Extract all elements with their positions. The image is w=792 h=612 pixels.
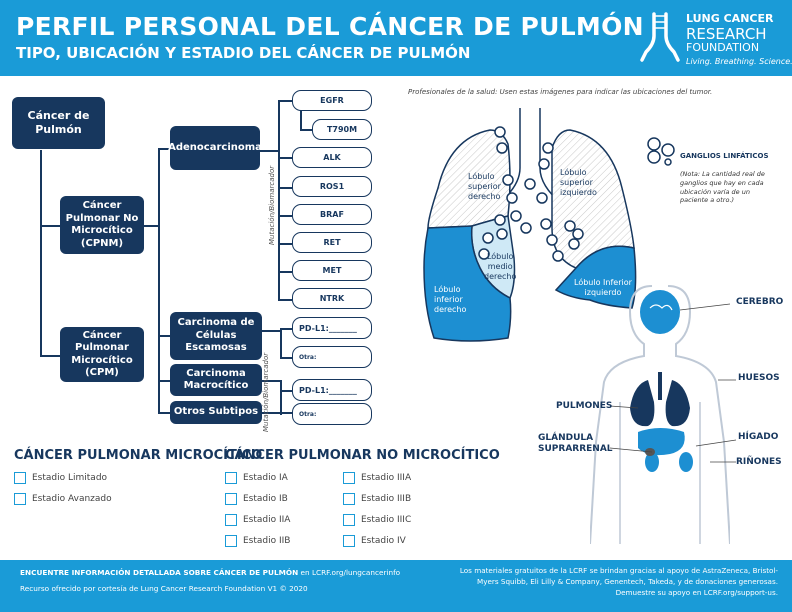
lobe-left-lower [554,245,637,309]
body-leader-lines [609,303,737,463]
checkbox-stage-ia[interactable] [225,472,237,484]
body-silhouette [590,285,730,544]
lymph-nodes-title: GANGLIOS LINFÁTICOS [680,152,769,160]
lymph-nodes [478,126,584,262]
footer: ENCUENTRE INFORMACIÓN DETALLADA SOBRE CÁ… [0,560,792,612]
body-label-liver: HÍGADO [738,432,779,442]
other-subtypes-box: Otros Subtipos [170,401,262,424]
logo-text-line2: RESEARCH [686,25,767,43]
large-cell-box: Carcinoma Macrocítico [170,364,262,396]
checkbox-limited-stage[interactable] [14,472,26,484]
checkbox-stage-iv[interactable] [343,535,355,547]
brain-icon [640,290,680,334]
squamous-cell-box: Carcinoma de Células Escamosas [170,312,262,360]
other-field-other-subtypes[interactable]: Otra: [292,403,372,425]
checkbox-stage-ib[interactable] [225,493,237,505]
right-kidney-icon [679,452,693,472]
root-lung-cancer-box: Cáncer de Pulmón [12,97,105,149]
page-subtitle: TIPO, UBICACIÓN Y ESTADIO DEL CÁNCER DE … [16,44,471,62]
checkbox-extensive-stage[interactable] [14,493,26,505]
left-lung-icon [630,380,655,427]
body-label-adrenal: GLÁNDULA SUPRARRENAL [538,433,613,454]
checkbox-stage-iia[interactable] [225,514,237,526]
lymph-nodes-note: (Nota: La cantidad real de ganglios que … [680,170,765,205]
nsclc-stages-heading: CÁNCER PULMONAR NO MICROCÍTICO [225,448,500,463]
biomarker-t790m[interactable]: T790M [312,119,372,140]
biomarker-ret[interactable]: RET [292,232,372,253]
pdl1-field-large-cell[interactable]: PD-L1:_______ [292,379,372,401]
stage-iiib-label: Estadio IIIB [361,494,412,504]
body-label-bones: HUESOS [738,373,780,383]
stage-ib-label: Estadio IB [243,494,288,504]
sclc-stages-heading: CÁNCER PULMONAR MICROCÍTICO [14,448,263,463]
logo-tagline: Living. Breathing. Science. [686,57,792,66]
checkbox-stage-iib[interactable] [225,535,237,547]
page-title: PERFIL PERSONAL DEL CÁNCER DE PULMÓN [16,12,644,41]
lung-diagram [423,108,637,342]
checkbox-stage-iiia[interactable] [343,472,355,484]
pdl1-field-squamous[interactable]: PD-L1:_______ [292,317,372,339]
body-label-kidneys: RIÑONES [736,457,782,467]
nsclc-box: Cáncer Pulmonar No Microcítico (CPNM) [60,196,144,254]
limited-stage-label: Estadio Limitado [32,473,108,483]
body-label-lungs: PULMONES [556,401,613,411]
trachea-icon [640,12,680,62]
logo-text-line3: FOUNDATION [686,41,760,54]
biomarker-ntrk[interactable]: NTRK [292,288,372,309]
stage-iib-label: Estadio IIB [243,536,291,546]
mutation-biomarker-label-bottom: Mutación/Biomarcador [262,352,270,432]
lobe-right-lower [423,225,512,342]
stage-iia-label: Estadio IIA [243,515,291,525]
biomarker-ros1[interactable]: ROS1 [292,176,372,197]
footer-resource-credit: Recurso ofrecido por cortesía de Lung Ca… [20,584,308,593]
stage-iv-label: Estadio IV [361,536,406,546]
left-kidney-icon [645,452,659,472]
professional-note: Profesionales de la salud: Usen estas im… [408,88,713,96]
extensive-stage-label: Estadio Avanzado [32,494,112,504]
body-label-brain: CEREBRO [736,297,784,307]
biomarker-alk[interactable]: ALK [292,147,372,168]
stage-iiia-label: Estadio IIIA [361,473,412,483]
logo-text-line1: LUNG CANCER [686,12,774,25]
header-banner: PERFIL PERSONAL DEL CÁNCER DE PULMÓN TIP… [0,0,792,76]
lymph-node-legend-icon [647,137,675,166]
sclc-box: Cáncer Pulmonar Microcítico (CPM) [60,327,144,382]
biomarker-braf[interactable]: BRAF [292,204,372,225]
stage-ia-label: Estadio IA [243,473,288,483]
adenocarcinoma-box: Adenocarcinoma [168,126,262,170]
stage-iiic-label: Estadio IIIC [361,515,412,525]
checkbox-stage-iiic[interactable] [343,514,355,526]
checkbox-stage-iiib[interactable] [343,493,355,505]
right-lung-icon [665,380,690,427]
biomarker-met[interactable]: MET [292,260,372,281]
mutation-biomarker-label-top: Mutación/Biomarcador [268,165,276,245]
footer-support-text: Los materiales gratuitos de la LCRF se b… [459,566,778,597]
footer-info-link[interactable]: ENCUENTRE INFORMACIÓN DETALLADA SOBRE CÁ… [20,568,401,577]
other-field-squamous[interactable]: Otra: [292,346,372,368]
biomarker-egfr[interactable]: EGFR [292,90,372,111]
